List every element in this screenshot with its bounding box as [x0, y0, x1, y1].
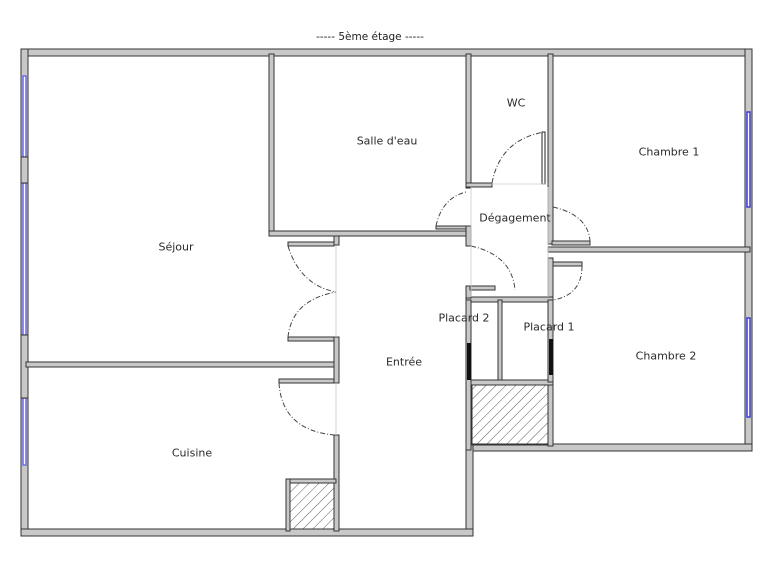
windows	[22, 75, 751, 466]
door-arcs	[278, 131, 591, 436]
room-label-placard-1: Placard 1	[523, 320, 575, 334]
hatched-shaft-left	[289, 482, 335, 530]
room-label-wc: WC	[506, 96, 526, 110]
room-label-salle-deau: Salle d'eau	[356, 134, 418, 148]
room-label-entree: Entrée	[385, 355, 423, 369]
room-label-chambre-1: Chambre 1	[638, 145, 700, 159]
room-label-sejour: Séjour	[158, 240, 194, 254]
hatched-shaft-right	[471, 384, 549, 446]
room-label-cuisine: Cuisine	[171, 446, 213, 460]
exterior-walls	[20, 48, 753, 537]
room-label-degagement: Dégagement	[479, 211, 551, 225]
floor-title: ----- 5ème étage -----	[316, 31, 424, 43]
interior-walls	[25, 53, 751, 532]
room-label-chambre-2: Chambre 2	[635, 349, 697, 363]
room-label-placard-2: Placard 2	[438, 311, 490, 325]
